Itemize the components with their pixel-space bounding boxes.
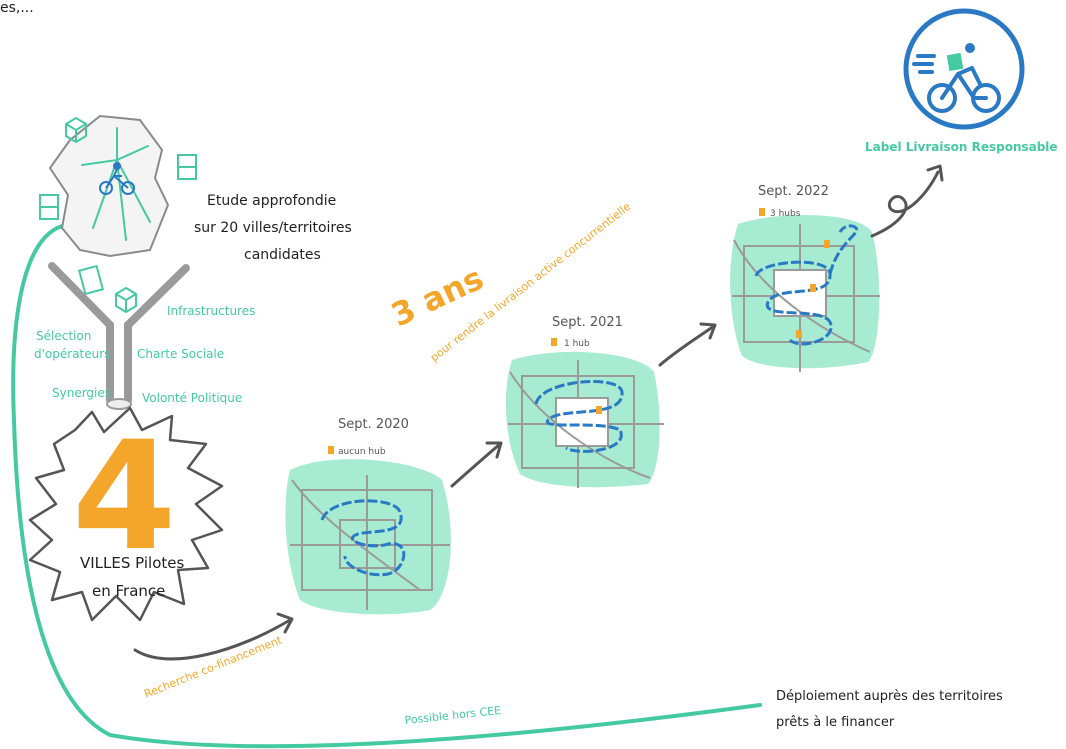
hub-marker-icon: [328, 446, 334, 454]
hub-marker-icon: [759, 208, 765, 216]
milestone-2022-date: Sept. 2022: [758, 184, 829, 199]
pilots-number: 4: [72, 410, 176, 584]
cofinancing-label: Recherche co-financement: [142, 633, 284, 701]
criterion-selection-2: d'opérateurs: [34, 347, 110, 361]
label-badge-icon: [903, 8, 1025, 130]
milestone-2020-date: Sept. 2020: [338, 417, 409, 432]
study-line-1: Etude approfondie: [207, 193, 336, 209]
milestone-2021-date: Sept. 2021: [552, 315, 623, 330]
funnel: [48, 262, 190, 404]
deployment-line-1: Déploiement auprès des territoires: [776, 689, 1003, 704]
funnel-spout: [106, 398, 132, 410]
arrow-to-label: [870, 170, 940, 238]
arrow-2021-2022: [658, 324, 716, 367]
cofinancing-arrow: [133, 618, 292, 661]
criterion-synergies: Synergies: [52, 386, 111, 400]
pilots-line-1: VILLES Pilotes: [80, 554, 185, 572]
milestone-2022-hubs: 3 hubs: [770, 209, 801, 219]
criterion-charte-sociale: Charte Sociale: [137, 347, 224, 361]
city-map-2020: [285, 459, 451, 615]
pilots-line-2: en France: [92, 582, 165, 600]
milestone-2021-hubs: 1 hub: [564, 339, 590, 349]
deployment-line-2: prêts à le financer: [776, 715, 895, 730]
arrow-2020-2021: [450, 442, 502, 488]
criterion-volonte-politique: Volonté Politique: [142, 391, 242, 405]
city-map-2022: [730, 214, 880, 372]
study-line-2: sur 20 villes/territoires: [194, 220, 352, 236]
bicycle-courier-icon: [99, 162, 135, 195]
criterion-infrastructures: Infrastructures: [167, 304, 255, 318]
study-line-3: candidates: [244, 247, 321, 263]
city-map-2021: [505, 351, 664, 488]
possible-hors-cee-path: [11, 224, 762, 749]
starburst: [28, 406, 224, 622]
package-icon: [39, 116, 197, 314]
label-title: Label Livraison Responsable: [865, 140, 1058, 154]
criterion-selection-1: Sélection: [36, 329, 91, 343]
hub-marker-icon: [551, 338, 557, 346]
top-text-fragment: es,...: [0, 0, 34, 16]
france-map: [39, 114, 197, 314]
possible-hors-cee-label: Possible hors CEE: [404, 704, 502, 727]
milestone-2020-hubs: aucun hub: [338, 447, 386, 457]
